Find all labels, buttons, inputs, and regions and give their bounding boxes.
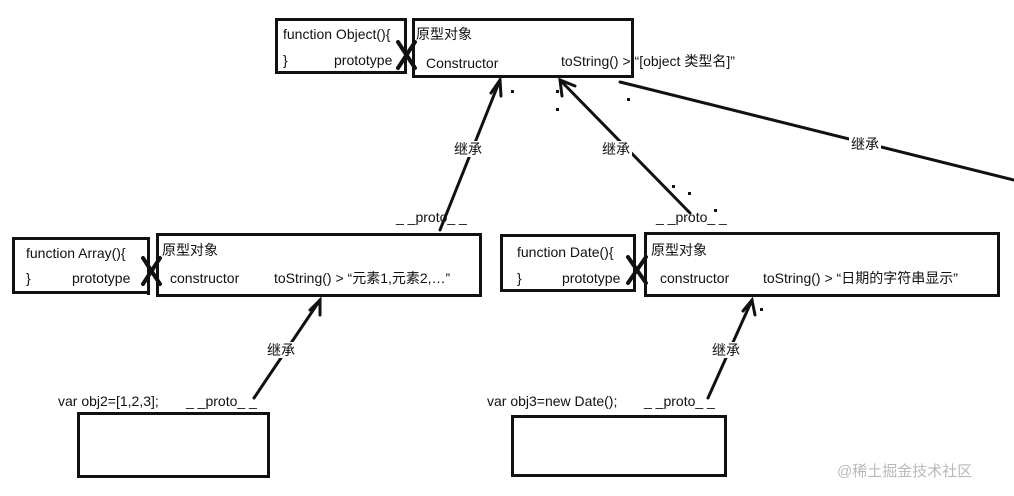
object-proto-title: 原型对象 [416, 26, 472, 42]
dot-4 [627, 98, 630, 101]
object-function-box [275, 18, 407, 74]
arrowhead-array-object [489, 75, 503, 98]
dot-3 [556, 108, 559, 111]
obj2-declaration: var obj2=[1,2,3]; [58, 393, 159, 409]
line-object-to-right [618, 80, 1014, 182]
proto-label-obj2: _ _proto_ _ [186, 393, 257, 409]
proto-label-obj3: _ _proto_ _ [644, 393, 715, 409]
inherit-label-obj3: 继承 [710, 342, 742, 358]
arrowhead-obj2-array [308, 296, 322, 317]
array-proto-constructor: constructor [170, 270, 240, 286]
inherit-label-date: 继承 [600, 141, 632, 157]
date-function-box [500, 234, 636, 292]
obj2-instance-box [77, 412, 270, 478]
cross-date [626, 255, 648, 285]
array-prototype-box [156, 233, 482, 297]
array-function-line: function Array(){ [26, 245, 126, 261]
watermark: @稀土掘金技术社区 [837, 463, 973, 480]
array-function-box [12, 237, 150, 294]
obj3-instance-box [511, 415, 727, 477]
proto-label-array: _ _proto_ _ [396, 209, 467, 225]
proto-label-date: _ _proto_ _ [656, 209, 727, 225]
arrowhead-date-object [558, 77, 577, 98]
object-function-line: function Object(){ [283, 26, 391, 42]
dot-9 [760, 308, 763, 311]
dot-7 [714, 209, 717, 212]
object-function-close: } [283, 52, 288, 68]
dot-1 [511, 90, 514, 93]
date-proto-constructor: constructor [660, 270, 730, 286]
date-function-close: } [517, 270, 522, 286]
object-proto-constructor: Constructor [426, 55, 499, 71]
inherit-label-array: 继承 [452, 141, 484, 157]
inherit-label-right: 继承 [849, 136, 881, 152]
date-prototype-label: prototype [562, 270, 621, 286]
dot-8 [147, 292, 150, 295]
object-prototype-box [412, 18, 634, 78]
date-prototype-box [644, 232, 1000, 297]
object-proto-tostring: toString() > “[object 类型名]” [561, 53, 735, 69]
array-prototype-label: prototype [72, 270, 131, 286]
date-proto-tostring: toString() > “日期的字符串显示” [763, 270, 958, 286]
dot-6 [688, 192, 691, 195]
dot-5 [672, 185, 675, 188]
arrowhead-obj3-date [741, 296, 757, 317]
array-proto-tostring: toString() > “元素1,元素2,…” [274, 270, 451, 286]
obj3-declaration: var obj3=new Date(); [487, 393, 618, 409]
inherit-label-obj2: 继承 [265, 342, 297, 358]
dot-2 [556, 90, 559, 93]
date-function-line: function Date(){ [517, 244, 614, 260]
date-proto-title: 原型对象 [651, 242, 707, 258]
object-prototype-label: prototype [334, 52, 393, 68]
array-proto-title: 原型对象 [162, 242, 218, 258]
array-function-close: } [26, 270, 31, 286]
